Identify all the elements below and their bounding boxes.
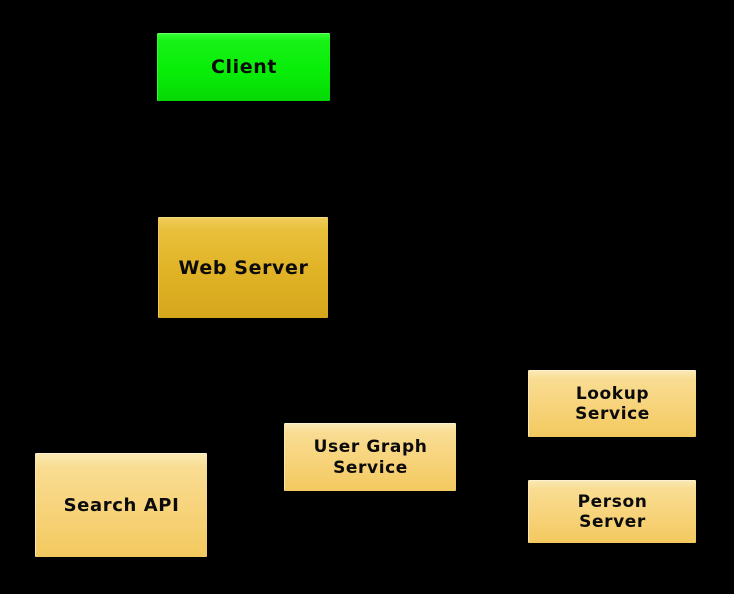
node-lookup-service-label: Lookup Service	[575, 383, 650, 424]
node-client[interactable]: Client	[157, 33, 330, 101]
node-web-server[interactable]: Web Server	[158, 217, 328, 318]
node-user-graph-service[interactable]: User Graph Service	[284, 423, 456, 491]
node-person-server[interactable]: Person Server	[528, 480, 696, 543]
node-client-label: Client	[210, 56, 278, 79]
node-lookup-service[interactable]: Lookup Service	[528, 370, 696, 437]
node-web-server-label: Web Server	[178, 256, 309, 279]
node-search-api-label: Search API	[63, 494, 180, 516]
node-search-api[interactable]: Search API	[35, 453, 207, 557]
node-person-server-label: Person Server	[577, 491, 648, 532]
node-user-graph-service-label: User Graph Service	[313, 437, 428, 478]
